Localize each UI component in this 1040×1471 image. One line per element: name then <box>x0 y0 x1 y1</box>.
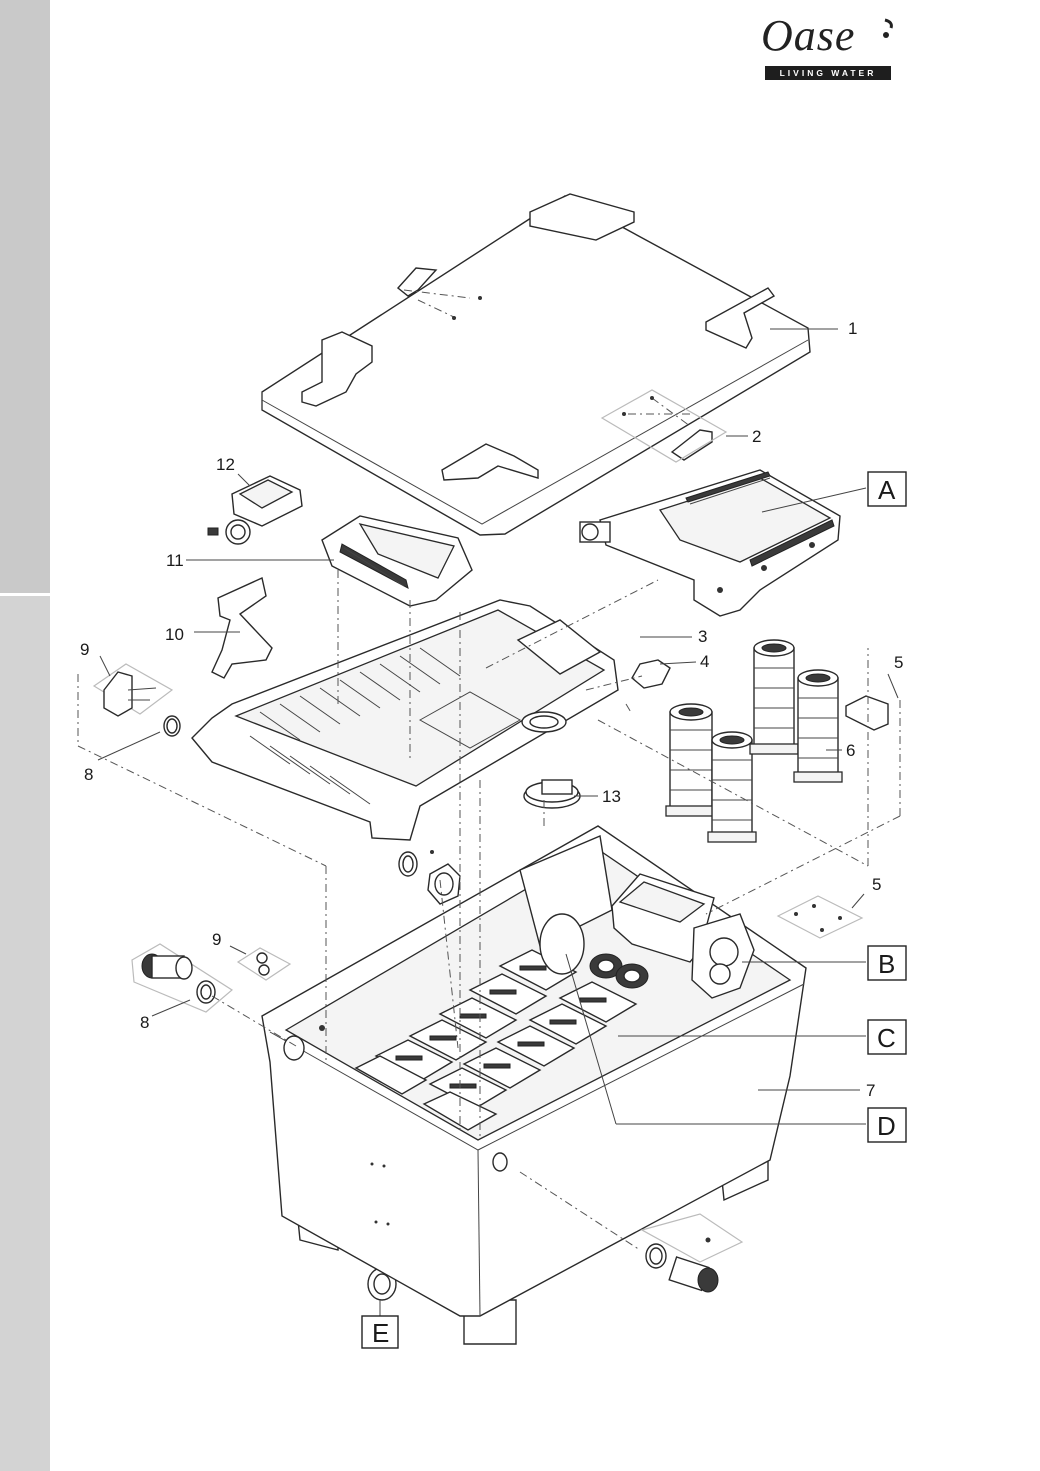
callout-8: 8 <box>84 765 93 784</box>
tray-3 <box>191 599 619 841</box>
connector-8-bottom <box>131 943 234 1013</box>
callout-12: 12 <box>216 455 235 474</box>
boxed-label-D: D <box>867 1107 907 1143</box>
leader-lines <box>97 328 899 1316</box>
boxed-label-A: A <box>867 471 907 507</box>
uv-unit-12 <box>207 475 303 545</box>
fitting-9-bottom <box>236 947 292 981</box>
callout-9: 9 <box>80 640 89 659</box>
sidebar-band-top <box>0 0 50 593</box>
svg-text:B: B <box>878 949 895 979</box>
bracket-10 <box>211 577 273 679</box>
callout-13: 13 <box>602 787 621 806</box>
pump-B <box>611 873 755 999</box>
filter-unit-A <box>579 469 841 617</box>
main-container-7 <box>261 825 807 1345</box>
callout-5: 5 <box>894 653 903 672</box>
basket-11 <box>321 515 473 607</box>
part-4 <box>631 659 671 689</box>
logo-wordmark: Oase <box>761 11 856 60</box>
screws-5-bottom <box>776 895 864 939</box>
clip-5 <box>845 695 889 731</box>
sidebar-band-bottom <box>0 596 50 1471</box>
oase-logo: Oase LIVING WATER <box>755 11 895 82</box>
assembly-lines <box>77 570 901 1251</box>
boxed-label-B: B <box>867 945 907 981</box>
logo-tagline: LIVING WATER <box>765 66 891 80</box>
lid-part <box>261 193 811 536</box>
cartridges-6 <box>665 639 843 843</box>
callout-3: 3 <box>698 627 707 646</box>
svg-text:A: A <box>878 475 896 505</box>
callout-6: 6 <box>846 741 855 760</box>
svg-text:C: C <box>877 1023 896 1053</box>
callout-11: 11 <box>166 551 184 570</box>
callout-5-secondary: 5 <box>872 875 881 894</box>
svg-text:E: E <box>372 1318 389 1348</box>
part-13 <box>523 779 581 809</box>
callout-1: 1 <box>848 319 857 338</box>
outlet-mid <box>398 850 461 905</box>
callout-7: 7 <box>866 1081 875 1100</box>
callout-4: 4 <box>700 652 709 671</box>
outlet-lower-right <box>640 1213 744 1293</box>
callout-10: 10 <box>165 625 184 644</box>
disc-D <box>539 913 585 975</box>
logo-droplet-icon <box>883 18 893 38</box>
ring-8-top <box>163 715 181 737</box>
callout-8-secondary: 8 <box>140 1013 149 1032</box>
svg-text:D: D <box>877 1111 896 1141</box>
fitting-9-top <box>92 663 174 717</box>
boxed-label-C: C <box>867 1019 907 1055</box>
boxed-label-E: E <box>361 1315 399 1349</box>
callout-2: 2 <box>752 427 761 446</box>
filter-elements-C <box>354 949 638 1131</box>
callout-9-secondary: 9 <box>212 930 221 949</box>
